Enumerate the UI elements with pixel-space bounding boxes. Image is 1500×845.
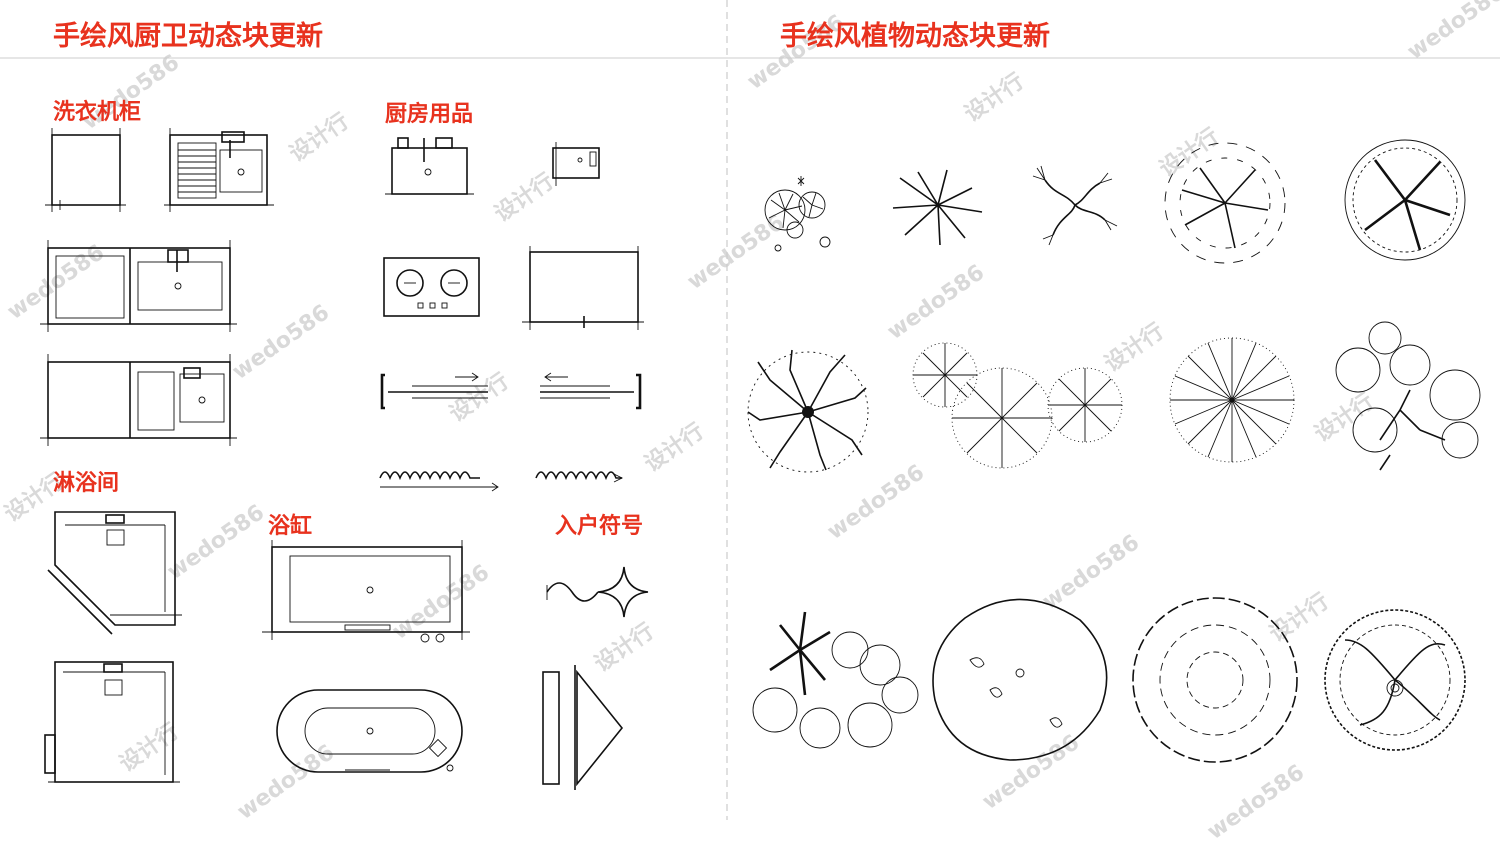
washer-cabinet-double-right <box>40 354 237 446</box>
entry-symbol-wave <box>546 566 649 618</box>
shower-room-square <box>44 661 180 783</box>
plant-cloud-cluster <box>1335 321 1481 471</box>
plant-bumpy-canopy <box>1132 597 1298 763</box>
plant-branch-tree <box>747 349 869 473</box>
washer-cabinet-single <box>45 128 126 212</box>
drawing-canvas <box>0 0 1500 820</box>
kitchen-sink-block <box>385 137 474 195</box>
sliding-rail-right <box>540 372 642 410</box>
washer-cabinet-double-left <box>40 240 237 332</box>
left-panel-title: 手绘风厨卫动态块更新 <box>53 21 323 52</box>
plant-branchy-shrub <box>1032 165 1118 246</box>
entry-symbol-label: 入户符号 <box>555 514 644 539</box>
plant-bare-tree-with-shrubs <box>752 611 919 749</box>
plant-shrub-cluster <box>764 176 831 252</box>
coil-hose-right <box>535 471 624 483</box>
plant-ornate-tree <box>1324 609 1466 751</box>
coil-hose-left <box>379 471 499 492</box>
washer-cabinet-label: 洗衣机柜 <box>53 100 142 125</box>
shower-label: 淋浴间 <box>53 471 120 496</box>
right-panel-title: 手绘风植物动态块更新 <box>780 21 1050 52</box>
plant-radial-tree <box>1169 337 1295 463</box>
shower-room-corner <box>47 511 182 635</box>
plant-starburst-small <box>892 169 983 246</box>
kitchen-label: 厨房用品 <box>385 102 474 127</box>
washer-cabinet-sink <box>164 128 274 212</box>
plant-outline-canopy <box>932 598 1108 761</box>
kitchen-counter <box>522 246 644 330</box>
bathtub-label: 浴缸 <box>268 514 313 539</box>
bathtub-rect <box>262 540 470 643</box>
entry-symbol-hatched <box>542 665 624 790</box>
sliding-rail-left <box>380 372 488 410</box>
kitchen-small-unit <box>552 142 600 186</box>
bathtub-oval <box>276 689 463 773</box>
plant-palm-cluster <box>912 342 1123 469</box>
plant-leafy-ring-tree <box>1164 142 1286 264</box>
gas-stove <box>383 257 480 317</box>
plant-dense-dark-tree <box>1344 139 1466 261</box>
washer-slats <box>178 149 216 193</box>
